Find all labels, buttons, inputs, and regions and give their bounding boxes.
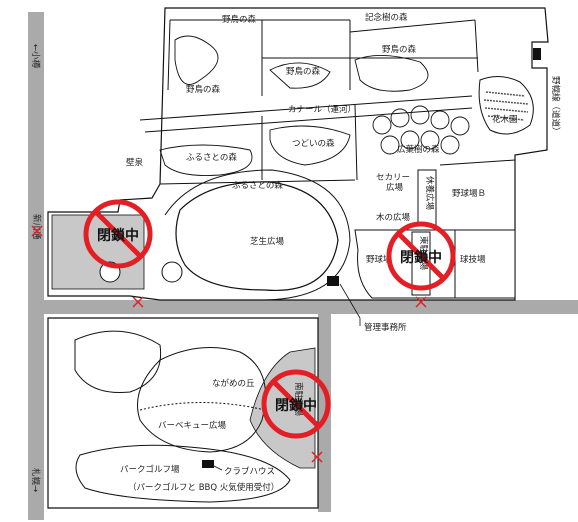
label-sekari-1: セカリー bbox=[376, 173, 410, 183]
label-yamanote: 野幌線（道道） bbox=[550, 76, 561, 136]
label-yakyujo-left: 野球場 bbox=[366, 254, 392, 265]
clubhouse-leader bbox=[213, 465, 223, 471]
clubhouse-building bbox=[202, 460, 214, 468]
broadleaf-forest-loops bbox=[372, 105, 470, 155]
label-kanri-jimusho: 管理事務所 bbox=[364, 322, 407, 333]
road-west bbox=[28, 12, 44, 520]
label-tsudoi-mori: つどいの森 bbox=[292, 138, 335, 149]
label-to-sapporo: 札幌→ bbox=[30, 468, 41, 492]
label-minami-chushajo: 南駐車場 bbox=[293, 382, 304, 417]
section-lines bbox=[139, 19, 479, 185]
label-canal: カナール（運河） bbox=[288, 104, 356, 115]
golf-course-loop bbox=[75, 444, 291, 503]
baseball-b-divider bbox=[439, 159, 516, 166]
label-kaboku-en: 花木園 bbox=[492, 114, 518, 125]
closure-marker-east: 閉鎖中 bbox=[386, 221, 456, 291]
label-yachou-mori-top: 野鳥の森 bbox=[222, 14, 257, 25]
label-yachou-mori-right: 野鳥の森 bbox=[382, 44, 417, 55]
closure-text-east: 閉鎖中 bbox=[400, 249, 442, 266]
west-loop bbox=[74, 330, 162, 394]
label-koyoju-mori: 広葉樹の森 bbox=[397, 144, 440, 155]
ballfield-section bbox=[354, 229, 516, 299]
label-clubhouse: クラブハウス bbox=[224, 466, 275, 477]
south-park-boundary bbox=[47, 317, 319, 509]
label-park-golf: パークゴルフ場 bbox=[120, 464, 180, 475]
label-hekisen: 壁泉 bbox=[126, 157, 144, 168]
closure-text-south: 閉鎖中 bbox=[275, 397, 317, 414]
x-mark-south bbox=[311, 451, 323, 463]
north-paths bbox=[159, 35, 429, 176]
label-kyugijo: 球技場 bbox=[460, 254, 486, 265]
label-yakyujo-b: 野球場Ｂ bbox=[452, 188, 486, 199]
management-office-building bbox=[327, 276, 339, 286]
label-furusato-mori-upper: ふるさとの森 bbox=[186, 152, 237, 163]
lawn-plaza-outer-path bbox=[164, 169, 351, 301]
label-kyuyou-hiroba: 休養広場 bbox=[424, 176, 435, 211]
dotted-path bbox=[139, 402, 266, 411]
hekisen-roundabout bbox=[161, 261, 183, 283]
label-to-otaru: ←小樽 bbox=[30, 44, 41, 69]
label-bbq-hiroba: バーベキュー広場 bbox=[158, 420, 227, 431]
closure-marker-south: 閉鎖中 bbox=[261, 369, 331, 439]
x-mark-west-road bbox=[31, 225, 43, 237]
label-furusato-mori-lower: ふるさとの森 bbox=[232, 180, 283, 191]
road-middle bbox=[28, 300, 578, 314]
x-mark-west-south bbox=[132, 296, 144, 308]
label-higashi-chushajo: 東駐車場 bbox=[418, 236, 429, 271]
label-yachou-mori-left: 野鳥の森 bbox=[186, 84, 221, 95]
closure-text-west: 閉鎖中 bbox=[97, 227, 139, 244]
north-park-boundary bbox=[47, 7, 549, 301]
nagame-hill-loop bbox=[137, 347, 266, 453]
management-office-leader bbox=[339, 283, 361, 319]
label-kinenju-mori: 記念樹の森 bbox=[365, 12, 408, 23]
flower-garden-building bbox=[533, 48, 541, 60]
label-ki-no-hiroba: 木の広場 bbox=[376, 212, 411, 223]
label-shibafu-hiroba: 芝生広場 bbox=[250, 236, 285, 247]
label-clubhouse-note: （パークゴルフと BBQ 火気使用受付） bbox=[128, 482, 279, 493]
label-sekari-2: 広場 bbox=[386, 182, 404, 193]
flower-garden-hatching bbox=[483, 91, 529, 121]
gate-closed-x-marks bbox=[31, 225, 427, 463]
closure-marker-west: 閉鎖中 bbox=[83, 199, 153, 269]
east-parking-strip bbox=[411, 231, 431, 296]
label-shinkawa-dori: 新川通 bbox=[31, 214, 42, 240]
lawn-plaza-boundary bbox=[175, 181, 339, 292]
west-closed-area bbox=[51, 214, 145, 290]
x-mark-east bbox=[415, 296, 427, 308]
label-nagame-no-oka: ながめの丘 bbox=[212, 378, 255, 389]
label-yachou-mori-mid: 野鳥の森 bbox=[286, 66, 321, 77]
